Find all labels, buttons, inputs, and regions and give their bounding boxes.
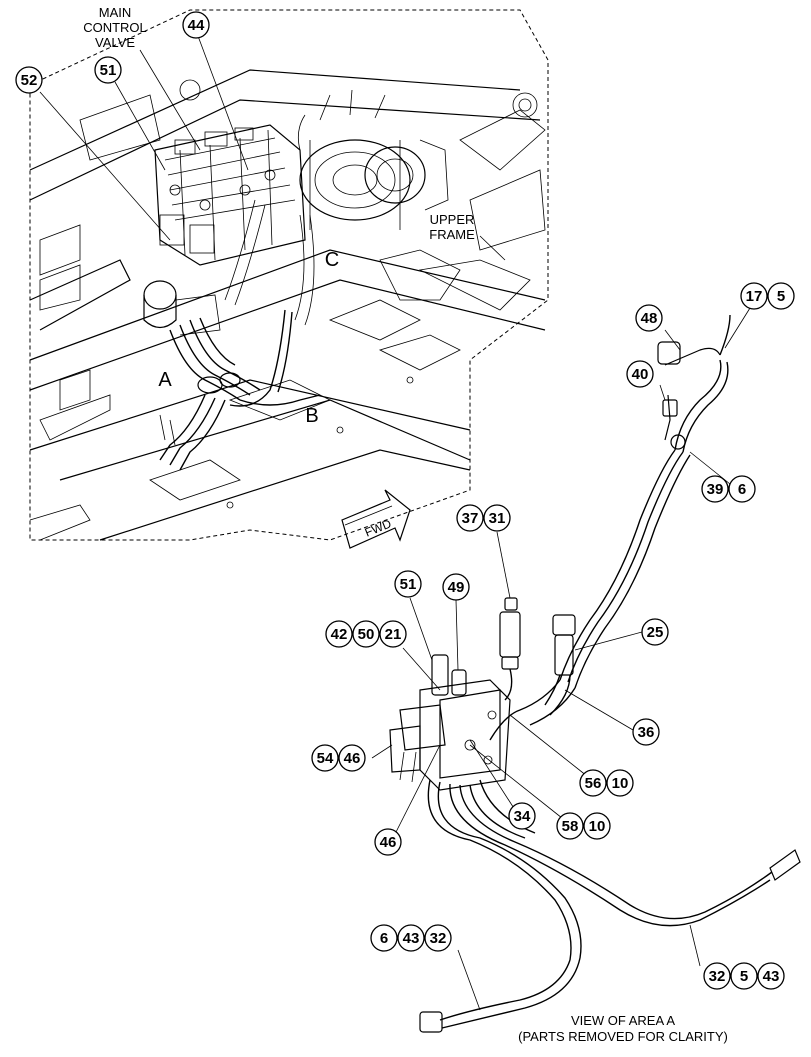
fitting-25 [544, 614, 576, 716]
upper-frame-label-line2: FRAME [429, 227, 475, 242]
callout-40: 40 [626, 360, 654, 388]
main-control-valve-leader [139, 49, 201, 151]
callout-37-31-text-a: 37 [462, 510, 479, 527]
callout-39-6: 39 6 [701, 475, 756, 503]
area-a-label: A [158, 369, 172, 391]
area-c-label: C [325, 249, 339, 271]
callout-48-text: 48 [641, 310, 658, 327]
callout-32-5-43-text-a: 32 [709, 968, 726, 985]
callout-44-text: 44 [188, 17, 205, 34]
callout-52: 52 [15, 66, 43, 94]
view-caption-line1: VIEW OF AREA A [571, 1013, 675, 1028]
callout-39-6-text-b: 6 [738, 481, 746, 498]
view-caption-line2: (PARTS REMOVED FOR CLARITY) [518, 1029, 728, 1044]
callout-48: 48 [635, 304, 663, 332]
accumulator [143, 280, 221, 336]
callout-51-top: 51 [94, 56, 122, 84]
callout-56-10-text-a: 56 [585, 775, 602, 792]
callout-42-50-21-text-c: 21 [385, 626, 402, 643]
callout-32-5-43-text-b: 5 [740, 968, 748, 985]
callout-51-bottom-text: 51 [400, 576, 417, 593]
callout-37-31-text-b: 31 [489, 510, 506, 527]
callout-58-10-text-b: 10 [589, 818, 606, 835]
callout-54-46: 54 46 [311, 744, 366, 772]
callout-51-top-text: 51 [100, 62, 117, 79]
callout-32-5-43: 32 5 43 [703, 962, 785, 990]
main-control-valve-label-line1: MAIN [99, 5, 132, 20]
callout-54-46-text-b: 46 [344, 750, 361, 767]
callout-17-5-text-b: 5 [777, 288, 785, 305]
overview-hoses [159, 114, 321, 471]
callout-25: 25 [641, 618, 669, 646]
callout-49: 49 [442, 573, 470, 601]
callout-37-31: 37 31 [456, 504, 511, 532]
callout-17-5: 17 5 [740, 282, 795, 310]
callout-6-43-32: 6 43 32 [370, 924, 452, 952]
frame-structure [29, 69, 546, 541]
callouts: 52 51 44 48 17 5 40 39 6 [15, 11, 795, 1011]
callout-46-bottom-text: 46 [380, 834, 397, 851]
area-a-detail: VIEW OF AREA A (PARTS REMOVED FOR CLARIT… [389, 314, 801, 1044]
callout-6-43-32-text-b: 43 [403, 930, 420, 947]
callout-36: 36 [632, 718, 660, 746]
main-control-valve-label-line3: VALVE [95, 35, 135, 50]
callout-46-bottom: 46 [374, 828, 402, 856]
callout-44: 44 [182, 11, 210, 39]
overview-border [29, 9, 549, 541]
callout-54-46-text-a: 54 [317, 750, 334, 767]
fitting-37-31 [499, 597, 521, 701]
callout-51-bottom: 51 [394, 570, 422, 598]
callout-6-43-32-text-a: 6 [380, 930, 388, 947]
callout-56-10: 56 10 [579, 769, 634, 797]
callout-39-6-text-a: 39 [707, 481, 724, 498]
callout-32-5-43-text-c: 43 [763, 968, 780, 985]
callout-34-text: 34 [514, 808, 531, 825]
callout-52-text: 52 [21, 72, 38, 89]
swing-assembly [299, 89, 449, 230]
callout-17-5-text-a: 17 [746, 288, 763, 305]
area-b-label: B [305, 405, 318, 427]
callout-49-text: 49 [448, 579, 465, 596]
callout-36-text: 36 [638, 724, 655, 741]
callout-34: 34 [508, 802, 536, 830]
callout-56-10-text-b: 10 [612, 775, 629, 792]
callout-25-text: 25 [647, 624, 664, 641]
callout-42-50-21: 42 50 21 [325, 620, 407, 648]
callout-58-10: 58 10 [556, 812, 611, 840]
upper-right-tubing [489, 314, 731, 741]
upper-frame-label-line1: UPPER [430, 212, 475, 227]
callout-40-text: 40 [632, 366, 649, 383]
callout-42-50-21-text-b: 50 [358, 626, 375, 643]
fwd-arrow: FWD [341, 489, 411, 549]
callout-42-50-21-text-a: 42 [331, 626, 348, 643]
upper-frame-overview: MAIN CONTROL VALVE UPPER FRAME A B C FWD [29, 5, 549, 549]
main-control-valve-label-line2: CONTROL [83, 20, 147, 35]
main-control-valve [154, 124, 306, 266]
callout-58-10-text-a: 58 [562, 818, 579, 835]
callout-6-43-32-text-c: 32 [430, 930, 447, 947]
lower-hoses [419, 779, 801, 1033]
upper-frame-leader [479, 235, 506, 261]
pilot-valve-block [389, 654, 511, 791]
